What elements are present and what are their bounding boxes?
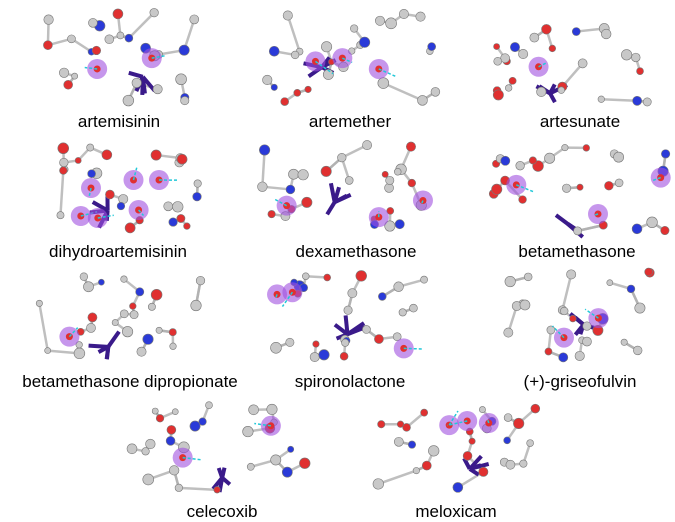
caption-dexamethasone: dexamethasone [295,242,417,261]
panel-artemisinin [28,2,210,110]
panel-griseofulvin [500,262,664,370]
caption-artemisinin: artemisinin [77,112,161,131]
panel-betamethasone-dipropionate [20,268,210,372]
caption-meloxicam: meloxicam [415,502,497,521]
panel-spironolactone [254,262,446,370]
molecule-render-spironolactone [267,270,428,362]
molecule-render-artesunate [492,23,652,107]
panel-celecoxib [118,394,314,500]
molecule-render-artemisinin [43,8,200,107]
panel-dexamethasone [254,136,446,240]
panel-meloxicam [370,396,550,500]
molecule-render-betamethasone [488,144,671,239]
molecule-render-betamethasone-dipropionate [35,272,206,360]
molecule-render-meloxicam [372,403,541,493]
panel-dihydroartemisinin [40,138,210,238]
molecule-render-griseofulvin [503,267,655,363]
caption-betamethasone-dipropionate: betamethasone dipropionate [22,372,238,391]
molecule-render-dexamethasone [257,140,433,232]
molecule-render-dihydroartemisinin [56,142,202,234]
caption-dihydroartemisinin: dihydroartemisinin [49,242,187,261]
caption-spironolactone: spironolactone [294,372,406,391]
caption-griseofulvin: (+)-griseofulvin [523,372,637,391]
molecule-render-artemether [262,9,441,106]
panel-artesunate [484,20,660,110]
caption-celecoxib: celecoxib [186,502,258,521]
caption-artemether: artemether [308,112,392,131]
molecule-render-celecoxib [126,401,311,494]
caption-betamethasone: betamethasone [518,242,636,261]
panel-betamethasone [484,136,674,240]
panel-artemether [254,2,446,110]
caption-artesunate: artesunate [539,112,621,131]
